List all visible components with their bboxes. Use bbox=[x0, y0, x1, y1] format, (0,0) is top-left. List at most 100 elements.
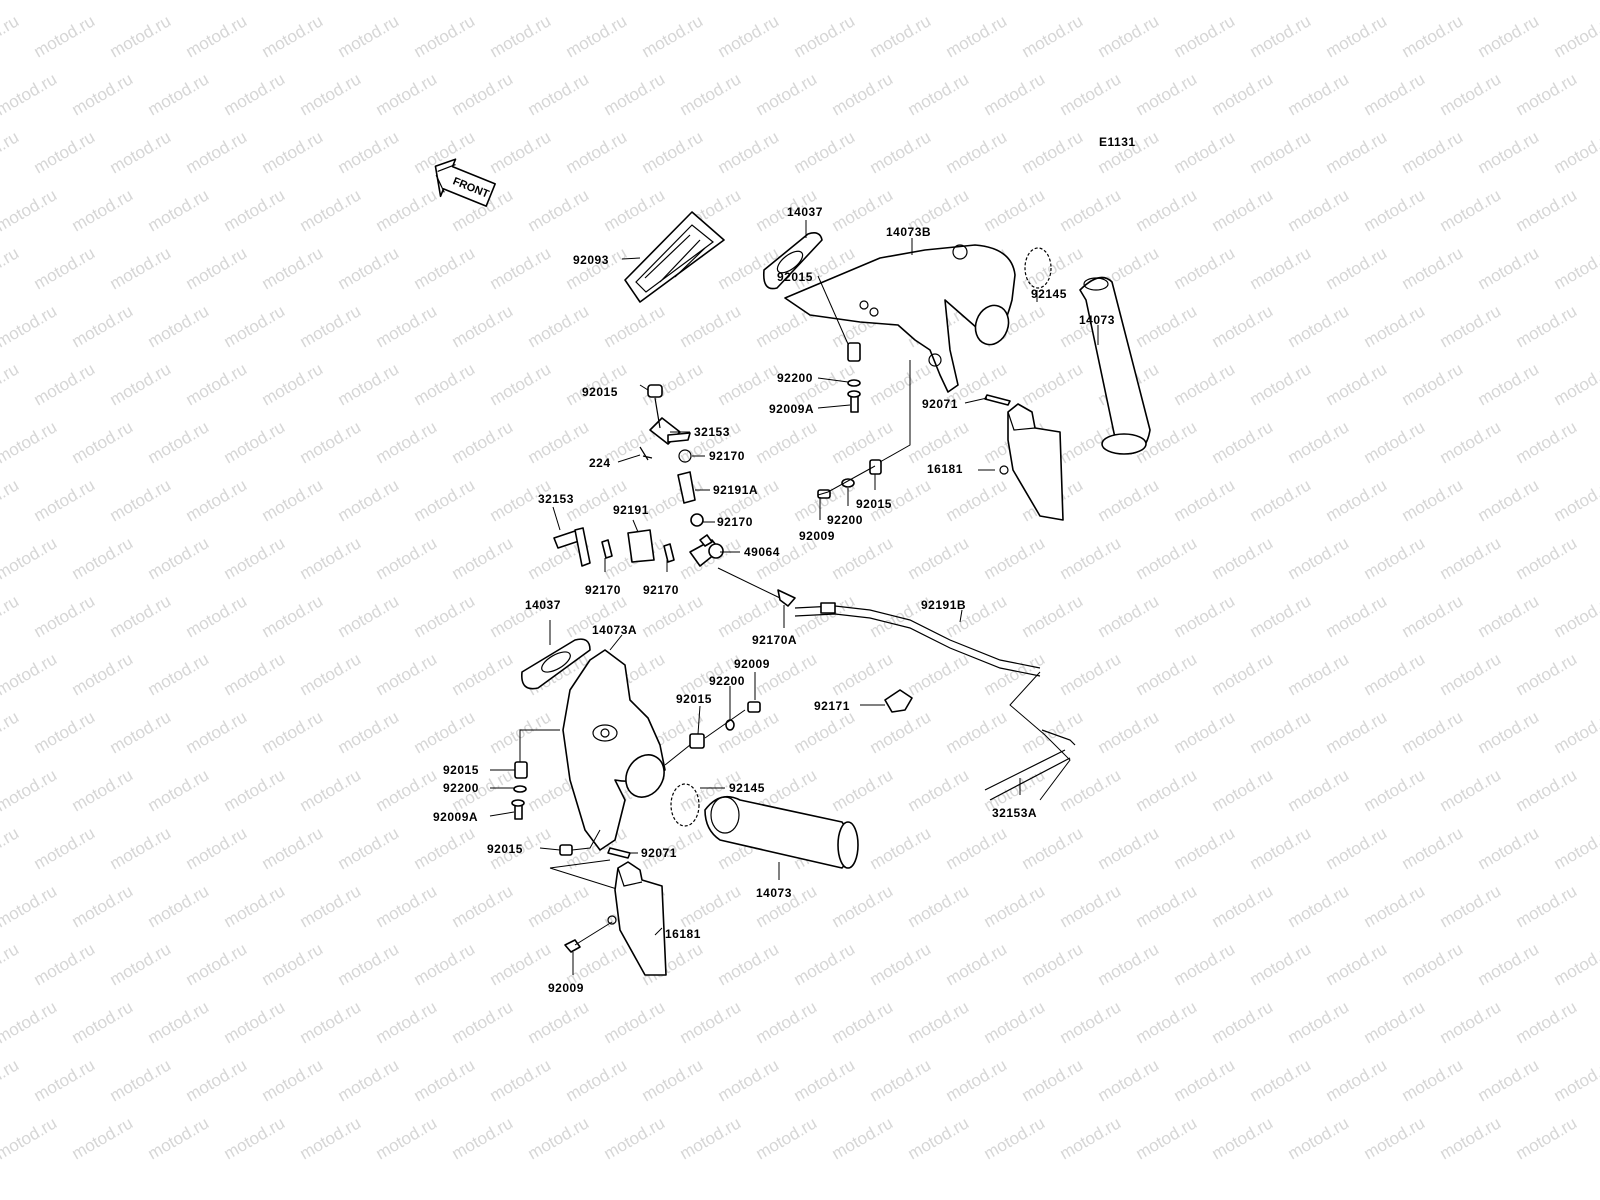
watermark-text: motod.ru bbox=[981, 0, 1049, 3]
watermark-text: motod.ru bbox=[221, 0, 289, 3]
watermark-text: motod.ru bbox=[791, 1055, 859, 1105]
label-92145-bot: 92145 bbox=[729, 781, 765, 795]
watermark-text: motod.ru bbox=[563, 243, 631, 293]
watermark-text: motod.ru bbox=[297, 997, 365, 1047]
watermark-text: motod.ru bbox=[1209, 649, 1277, 699]
watermark-text: motod.ru bbox=[449, 1113, 517, 1163]
label-92009a-a: 92009A bbox=[769, 402, 814, 416]
watermark-text: motod.ru bbox=[601, 0, 669, 3]
watermark-text: motod.ru bbox=[1019, 591, 1087, 641]
watermark-text: motod.ru bbox=[829, 0, 897, 3]
watermark-text: motod.ru bbox=[259, 359, 327, 409]
watermark-text: motod.ru bbox=[1437, 881, 1505, 931]
watermark-text: motod.ru bbox=[373, 417, 441, 467]
watermark-text: motod.ru bbox=[601, 301, 669, 351]
watermark-text: motod.ru bbox=[1437, 1113, 1505, 1163]
watermark-text: motod.ru bbox=[31, 359, 99, 409]
watermark-text: motod.ru bbox=[1209, 997, 1277, 1047]
watermark-text: motod.ru bbox=[677, 69, 745, 119]
watermark-text: motod.ru bbox=[1323, 475, 1391, 525]
watermark-text: motod.ru bbox=[753, 417, 821, 467]
watermark-text: motod.ru bbox=[259, 939, 327, 989]
watermark-text: motod.ru bbox=[1209, 417, 1277, 467]
watermark-text: motod.ru bbox=[1551, 1055, 1600, 1105]
watermark-text: motod.ru bbox=[1209, 881, 1277, 931]
watermark-text: motod.ru bbox=[31, 591, 99, 641]
watermark-text: motod.ru bbox=[563, 11, 631, 61]
watermark-text: motod.ru bbox=[1247, 127, 1315, 177]
watermark-text: motod.ru bbox=[0, 127, 22, 177]
watermark-text: motod.ru bbox=[601, 1113, 669, 1163]
watermark-text: motod.ru bbox=[0, 649, 60, 699]
watermark-text: motod.ru bbox=[715, 11, 783, 61]
watermark-text: motod.ru bbox=[1361, 765, 1429, 815]
label-92200-b: 92200 bbox=[827, 513, 863, 527]
watermark-text: motod.ru bbox=[145, 997, 213, 1047]
watermark-text: motod.ru bbox=[69, 185, 137, 235]
watermark-text: motod.ru bbox=[0, 823, 22, 873]
watermark-text: motod.ru bbox=[1475, 939, 1543, 989]
watermark-text: motod.ru bbox=[449, 417, 517, 467]
watermark-text: motod.ru bbox=[335, 823, 403, 873]
watermark-text: motod.ru bbox=[0, 591, 22, 641]
watermark-text: motod.ru bbox=[221, 765, 289, 815]
part-14073-lower-boot bbox=[704, 795, 859, 869]
watermark-text: motod.ru bbox=[449, 69, 517, 119]
watermark-text: motod.ru bbox=[335, 243, 403, 293]
watermark-text: motod.ru bbox=[829, 765, 897, 815]
part-92170-clip-left bbox=[601, 539, 613, 559]
watermark-text: motod.ru bbox=[943, 475, 1011, 525]
watermark-text: motod.ru bbox=[829, 69, 897, 119]
watermark-text: motod.ru bbox=[31, 243, 99, 293]
part-14037-top-emblem bbox=[762, 232, 823, 290]
label-92170-c: 92170 bbox=[585, 583, 621, 597]
watermark-text: motod.ru bbox=[1475, 591, 1543, 641]
part-92170-clip-right bbox=[663, 543, 675, 563]
watermark-text: motod.ru bbox=[0, 707, 22, 757]
label-49064: 49064 bbox=[744, 545, 780, 559]
part-92191a-hose bbox=[677, 471, 696, 504]
watermark-text: motod.ru bbox=[1361, 881, 1429, 931]
label-92170-b: 92170 bbox=[717, 515, 753, 529]
watermark-text: motod.ru bbox=[1133, 649, 1201, 699]
watermark-text: motod.ru bbox=[449, 881, 517, 931]
watermark-text: motod.ru bbox=[31, 939, 99, 989]
watermark-text: motod.ru bbox=[791, 939, 859, 989]
watermark-text: motod.ru bbox=[1057, 881, 1125, 931]
watermark-text: motod.ru bbox=[1475, 127, 1543, 177]
watermark-text: motod.ru bbox=[1399, 1055, 1467, 1105]
watermark-text: motod.ru bbox=[69, 765, 137, 815]
watermark-text: motod.ru bbox=[905, 533, 973, 583]
watermark-text: motod.ru bbox=[1475, 11, 1543, 61]
watermark-text: motod.ru bbox=[1171, 707, 1239, 757]
watermark-text: motod.ru bbox=[1247, 243, 1315, 293]
watermark-text: motod.ru bbox=[1551, 127, 1600, 177]
watermark-text: motod.ru bbox=[373, 301, 441, 351]
watermark-text: motod.ru bbox=[1057, 533, 1125, 583]
watermark-text: motod.ru bbox=[335, 127, 403, 177]
watermark-text: motod.ru bbox=[1095, 939, 1163, 989]
watermark-text: motod.ru bbox=[335, 591, 403, 641]
watermark-text: motod.ru bbox=[221, 533, 289, 583]
watermark-text: motod.ru bbox=[373, 533, 441, 583]
watermark-text: motod.ru bbox=[1247, 939, 1315, 989]
label-92009-c: 92009 bbox=[548, 981, 584, 995]
part-49064-valve bbox=[689, 534, 724, 567]
watermark-text: motod.ru bbox=[31, 11, 99, 61]
watermark-text: motod.ru bbox=[1171, 591, 1239, 641]
watermark-text: motod.ru bbox=[1361, 1113, 1429, 1163]
watermark-text: motod.ru bbox=[1285, 649, 1353, 699]
watermark-text: motod.ru bbox=[107, 359, 175, 409]
part-92145-top-clamp bbox=[1024, 247, 1052, 289]
watermark-text: motod.ru bbox=[0, 1113, 60, 1163]
watermark-text: motod.ru bbox=[677, 997, 745, 1047]
watermark-text: motod.ru bbox=[601, 997, 669, 1047]
watermark-text: motod.ru bbox=[1247, 707, 1315, 757]
watermark-text: motod.ru bbox=[1475, 359, 1543, 409]
watermark-text: motod.ru bbox=[1285, 1113, 1353, 1163]
watermark-text: motod.ru bbox=[259, 11, 327, 61]
watermark-text: motod.ru bbox=[1361, 997, 1429, 1047]
part-16181-top bbox=[999, 403, 1064, 521]
